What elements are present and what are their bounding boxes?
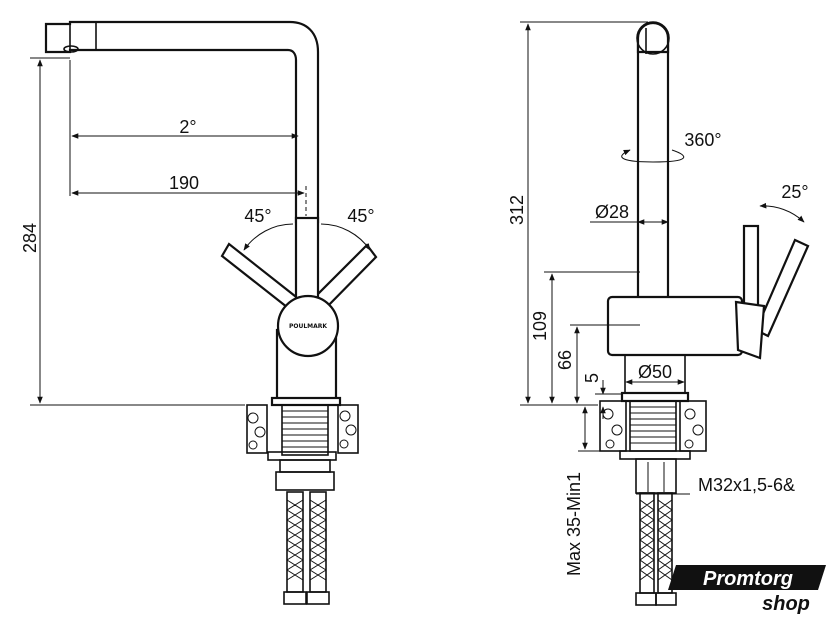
side-mount: [599, 400, 707, 606]
front-view: POULMARK 284 2°: [20, 20, 378, 605]
front-handle-left-angle: 45°: [244, 206, 271, 226]
front-handle-center: [294, 216, 320, 302]
side-lever-tilted: [754, 238, 810, 338]
side-handle-axis-label: 66: [555, 350, 575, 370]
watermark-line2: shop: [762, 593, 810, 615]
side-countertop-label: Max 35-Min1: [564, 472, 584, 576]
brand-logo: POULMARK: [289, 323, 327, 330]
front-tilt-label: 2°: [179, 117, 196, 137]
side-total-height-label: 312: [507, 195, 527, 225]
side-body-height-label: 109: [530, 311, 550, 341]
front-reach-label: 190: [169, 173, 199, 193]
watermark-line1: Promtorg: [703, 568, 793, 590]
side-spout: [636, 36, 670, 302]
front-handle-left: [220, 242, 302, 313]
side-view: 312 109 66 5 Ø50 Ø28 360° 25° Max 35-Min…: [507, 21, 810, 606]
front-handle-right-angle: 45°: [347, 206, 374, 226]
side-thread-label: M32x1,5-6&: [698, 475, 795, 495]
front-height-label: 284: [20, 223, 40, 253]
side-base-height-label: 5: [582, 373, 602, 383]
front-body-disc: [276, 294, 340, 358]
side-rotation-label: 360°: [684, 130, 721, 150]
front-mount: [246, 404, 359, 605]
watermark-logo: Promtorg shop: [668, 565, 826, 615]
side-spout-diameter-label: Ø28: [595, 202, 629, 222]
side-base-diameter-label: Ø50: [638, 362, 672, 382]
side-handle-angle-label: 25°: [781, 182, 808, 202]
side-body: [606, 295, 744, 357]
